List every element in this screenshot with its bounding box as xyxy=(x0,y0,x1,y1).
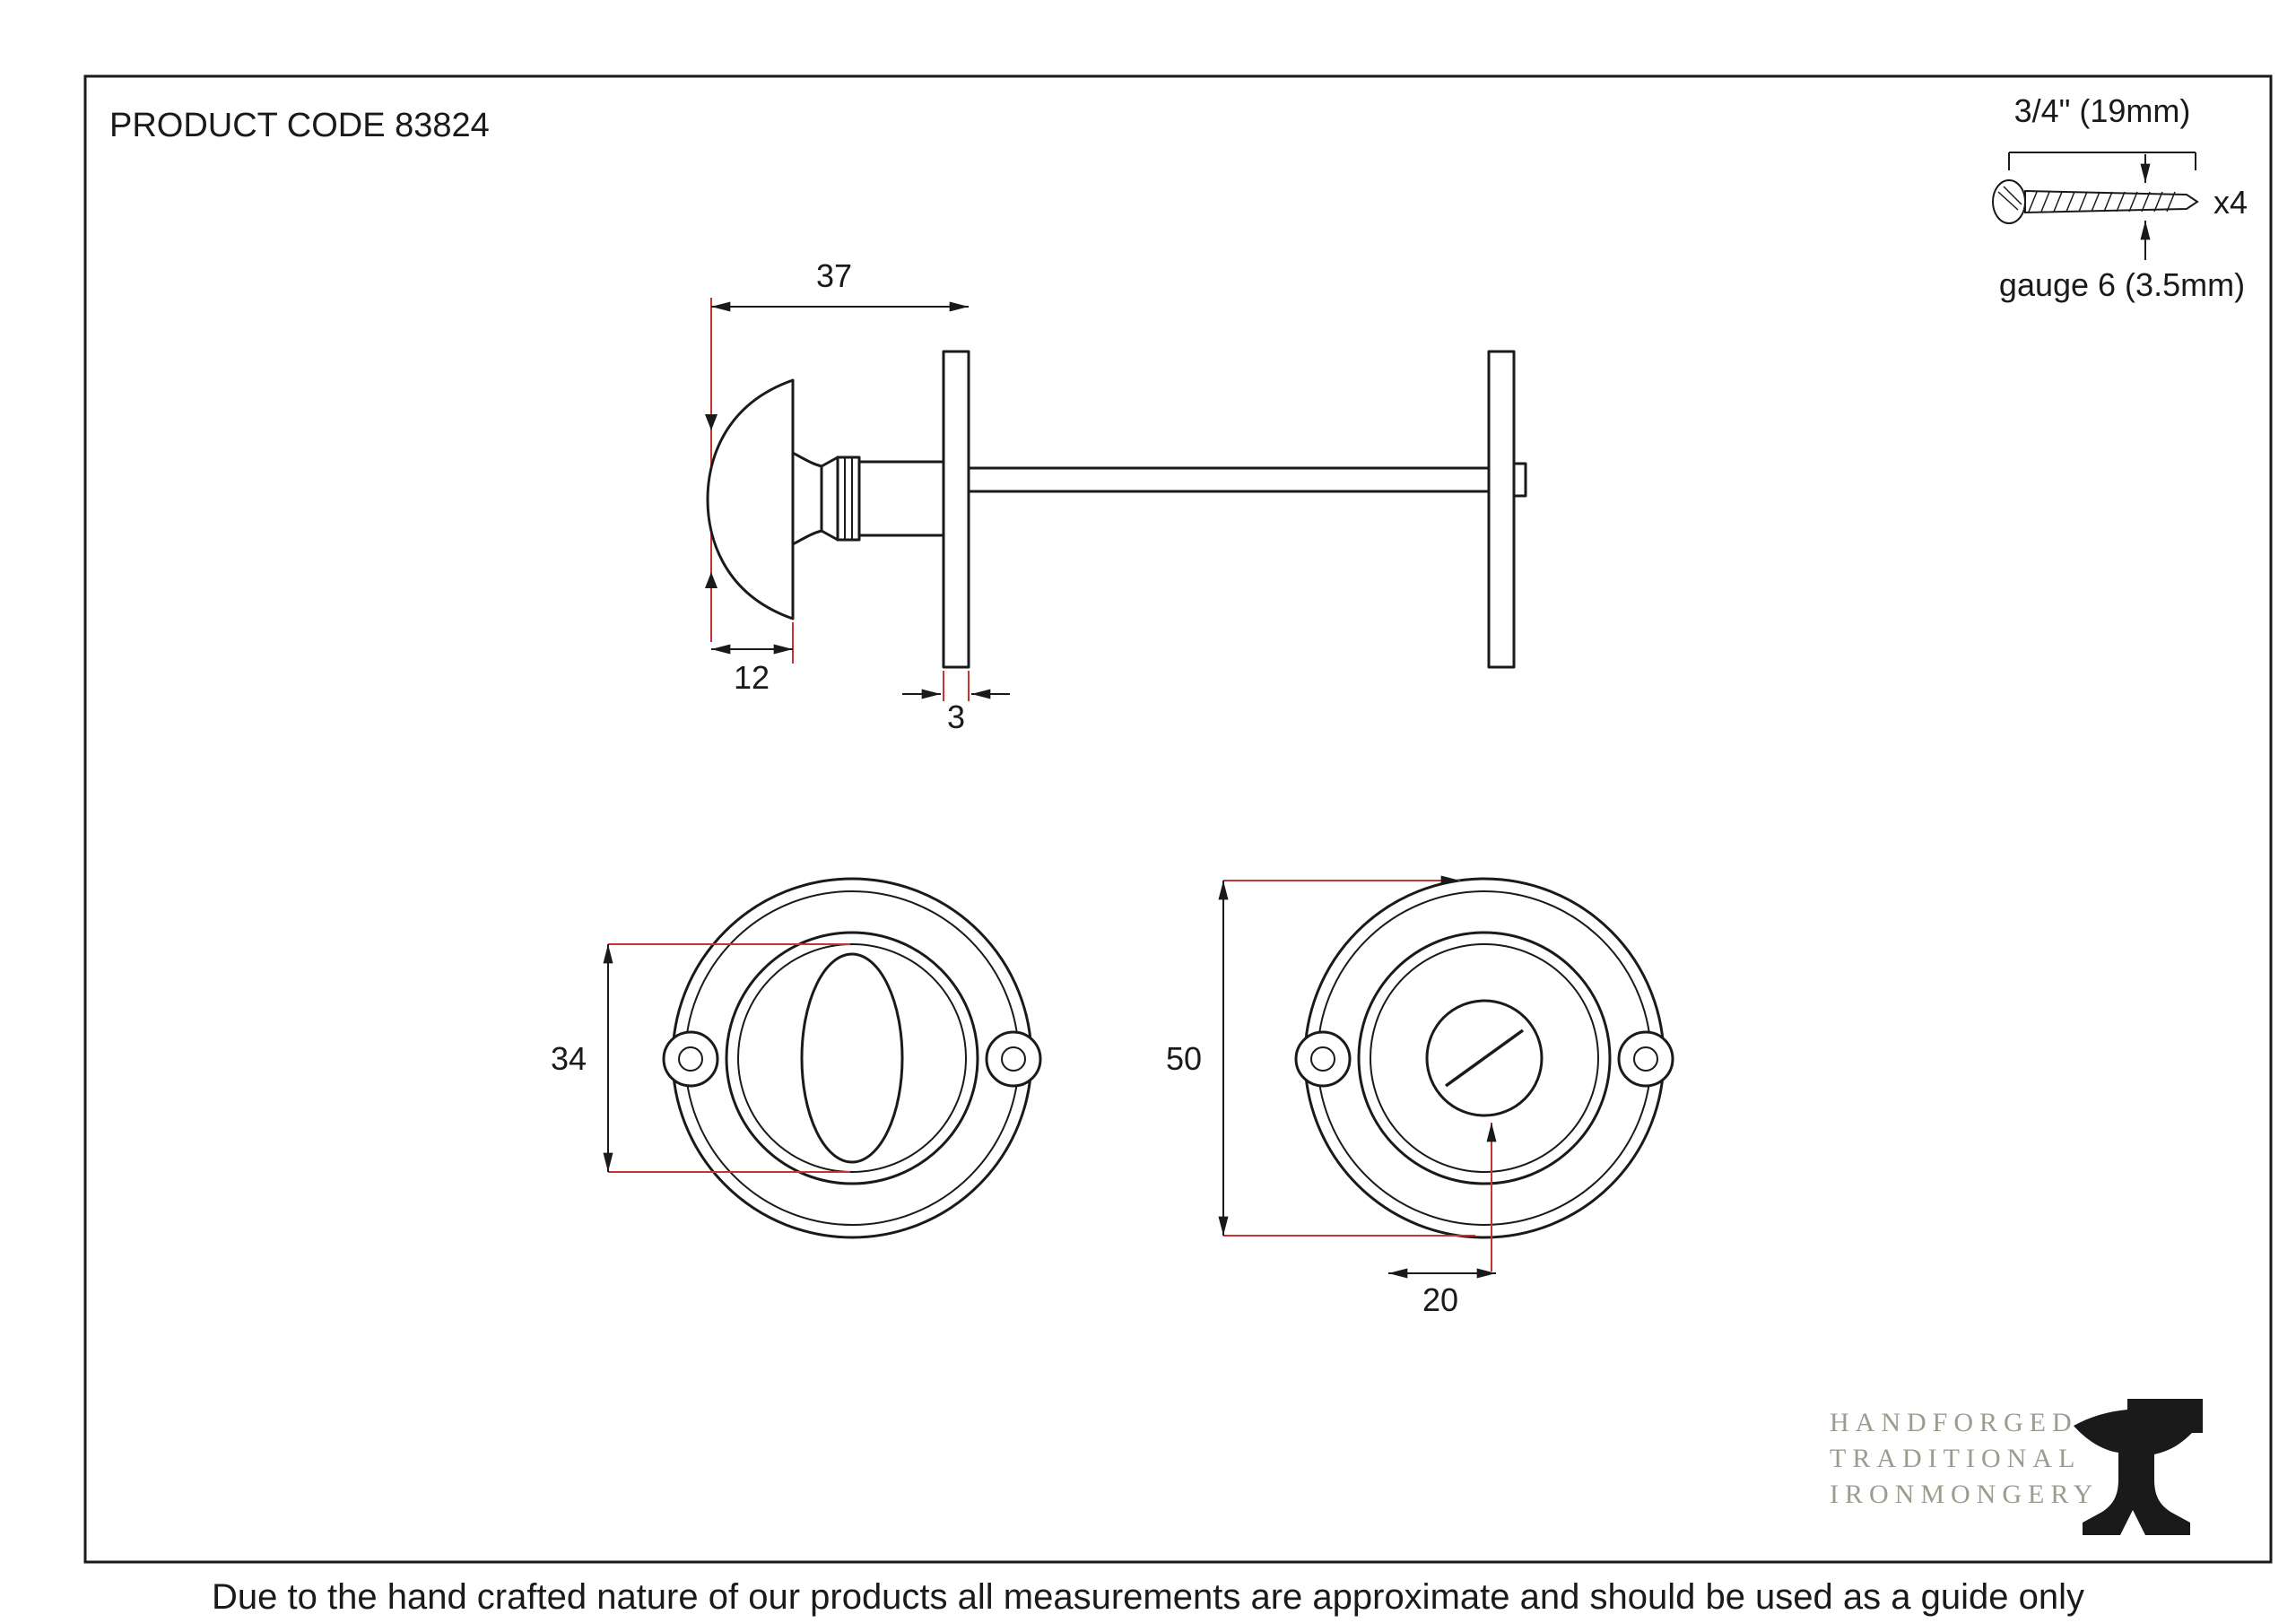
screw-spec: 3/4" (19mm) x4 gauge 6 (3.5mm) xyxy=(1992,92,2248,303)
screw-head-slot xyxy=(1997,191,2019,211)
thumbturn-front-view: 34 xyxy=(551,877,1042,1239)
spindle-bar xyxy=(967,466,1491,493)
release-boss-inner-edge xyxy=(1370,943,1599,1173)
knob-height-arrow-down xyxy=(705,414,718,430)
brand-block: HANDFORGED TRADITIONAL IRONMONGERY xyxy=(1830,1399,2203,1535)
screw-threads xyxy=(2028,191,2176,213)
dimension-knob-depth-label: 12 xyxy=(734,659,770,696)
anvil-logo-icon xyxy=(2074,1399,2203,1535)
release-screw-hole-right xyxy=(1633,1046,1658,1072)
release-front-view: 50 20 xyxy=(1166,875,1674,1318)
release-plate-side-profile xyxy=(1487,350,1516,669)
footer-disclaimer: Due to the hand crafted nature of our pr… xyxy=(212,1577,2084,1617)
rose-boss-inner-edge xyxy=(737,943,967,1173)
thumbturn-side-view: 37 12 3 xyxy=(705,257,1527,735)
release-screw-lug-left xyxy=(1294,1030,1352,1088)
knob-collar xyxy=(836,456,861,542)
release-screw-lug-right xyxy=(1617,1030,1674,1088)
dimension-projection-label: 37 xyxy=(816,257,852,294)
release-coin-slot xyxy=(1444,1028,1525,1088)
screw-lug-left xyxy=(662,1030,719,1088)
screw-lug-right xyxy=(985,1030,1042,1088)
screw-gauge-label: gauge 6 (3.5mm) xyxy=(1999,266,2245,303)
screw-head-slot2 xyxy=(2003,186,2022,205)
release-screw-hole-left xyxy=(1310,1046,1335,1072)
anvil-logo-notch xyxy=(2120,1510,2145,1535)
brand-line-1: HANDFORGED xyxy=(1830,1408,2078,1437)
knob-cylinder xyxy=(857,460,945,537)
thumbturn-oval-knob xyxy=(800,952,904,1164)
dimension-rose-thickness-label: 3 xyxy=(947,699,965,735)
screw-hole-right xyxy=(1001,1046,1026,1072)
knob-height-arrow-up xyxy=(705,572,718,588)
knob-dome-profile xyxy=(706,378,795,621)
brand-line-2: TRADITIONAL xyxy=(1830,1444,2081,1473)
brand-line-3: IRONMONGERY xyxy=(1830,1480,2099,1509)
dimension-rose-diameter-label: 50 xyxy=(1166,1040,1202,1077)
dimension-boss-diameter-label: 34 xyxy=(551,1040,587,1077)
rose-side-profile xyxy=(942,350,970,669)
screw-hole-left xyxy=(678,1046,703,1072)
spindle-end-nub xyxy=(1512,462,1527,498)
screw-quantity-label: x4 xyxy=(2213,184,2248,221)
screw-shaft xyxy=(2024,189,2199,214)
sheet-border xyxy=(83,74,2273,1564)
screw-length-label: 3/4" (19mm) xyxy=(2014,92,2191,129)
product-code-label: PRODUCT CODE 83824 xyxy=(109,107,490,144)
knob-neck-profile xyxy=(791,451,823,546)
dimension-hub-diameter-label: 20 xyxy=(1422,1281,1458,1318)
knob-flare-profile xyxy=(820,456,839,542)
